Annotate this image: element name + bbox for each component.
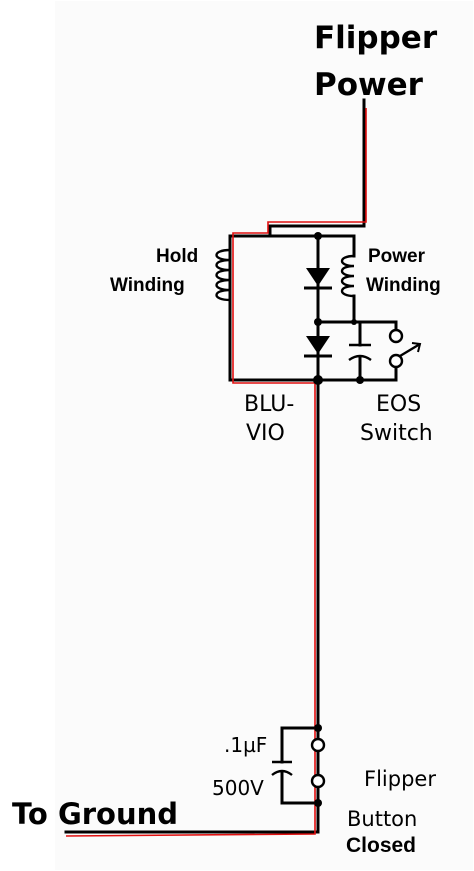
flipper-button-label-line3: Closed — [346, 834, 416, 857]
current-path — [65, 108, 367, 837]
diode-lower — [304, 336, 332, 358]
button-cap-top-lead — [280, 726, 320, 764]
junction-dots — [313, 232, 364, 807]
flipper-button-switch — [310, 737, 326, 789]
hold-winding-label-line1: Hold — [156, 246, 198, 267]
eos-switch — [388, 328, 422, 369]
power-winding-coil — [340, 254, 355, 298]
hold-winding-coil — [215, 248, 231, 302]
wire-color-label-line1: BLU- — [244, 392, 294, 417]
button-capacitor — [271, 760, 293, 776]
eos-capacitor — [348, 343, 372, 361]
scan-background — [55, 0, 474, 871]
eos-switch-label-line2: Switch — [360, 421, 433, 446]
diode-upper — [304, 268, 332, 290]
eos-bottom-lead — [358, 363, 398, 382]
current-path-trace — [65, 108, 367, 837]
eos-switch-label-line1: EOS — [376, 392, 421, 417]
flipper-power-label-line2: Power — [314, 67, 424, 103]
power-winding-label-line2: Winding — [366, 275, 441, 296]
capacitor-value-label: .1µF — [224, 733, 267, 757]
hold-winding-label-line2: Winding — [110, 275, 185, 296]
flipper-button-label-line2: Button — [347, 807, 417, 831]
ground-label: To Ground — [12, 797, 178, 831]
capacitor-voltage-label: 500V — [212, 776, 264, 800]
power-winding-label-line1: Power — [368, 246, 426, 267]
flipper-power-label-line1: Flipper — [314, 20, 438, 56]
button-cap-bottom-lead — [280, 770, 320, 805]
wire-color-label-line2: VIO — [246, 421, 285, 446]
flipper-button-label-line1: Flipper — [364, 767, 436, 791]
